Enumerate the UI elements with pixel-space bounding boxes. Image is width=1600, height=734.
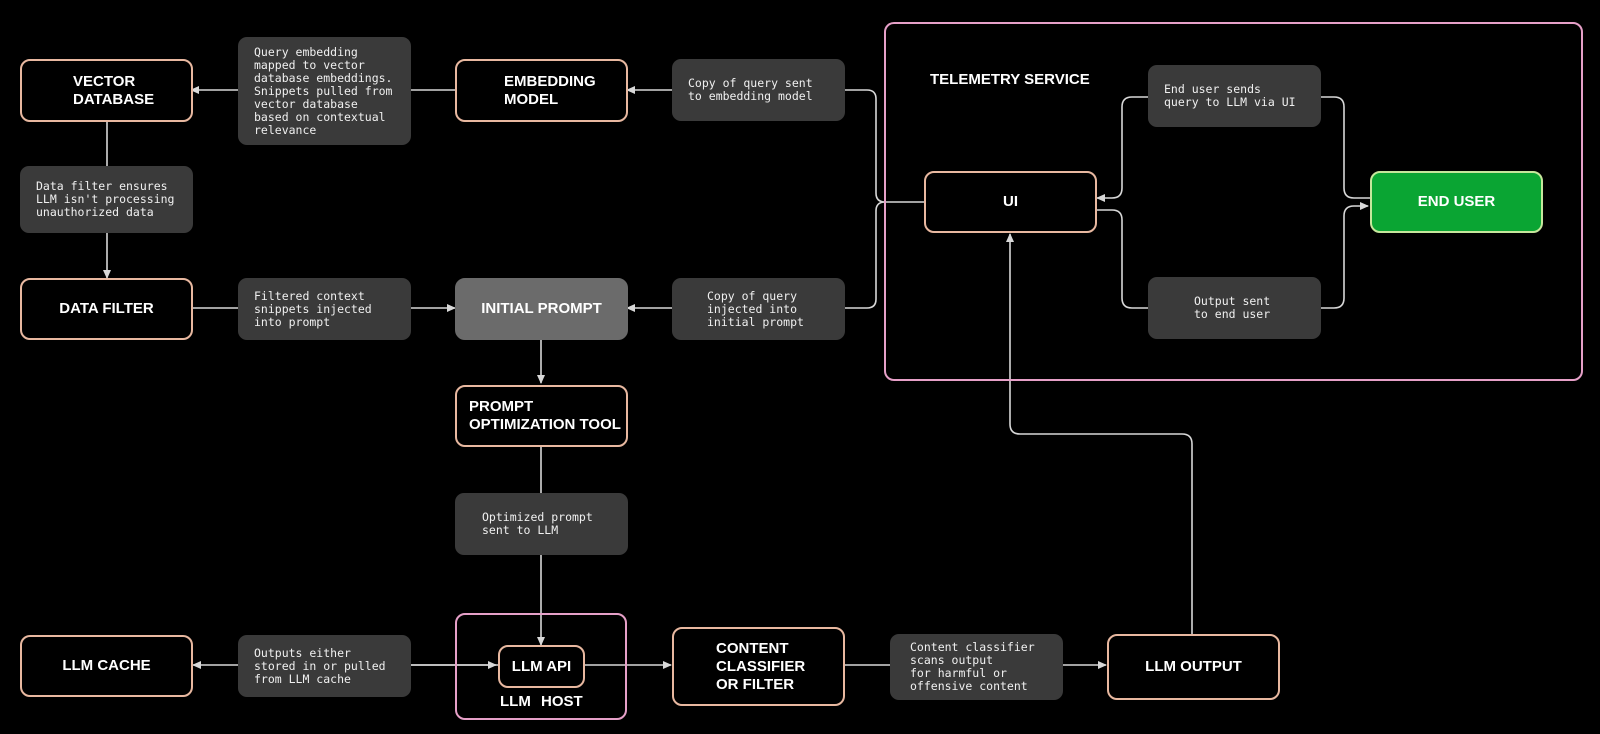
end-user-node[interactable]: END USER — [1370, 171, 1543, 233]
note-output-sent: Output sent to end user — [1148, 277, 1321, 339]
edge-llm-output-to-ui — [1006, 233, 1193, 634]
llm-host-label: LLM HOST — [500, 693, 583, 710]
data-filter-node[interactable]: DATA FILTER — [20, 278, 193, 340]
content-classifier-node[interactable]: CONTENT CLASSIFIER OR FILTER — [672, 627, 845, 706]
llm-api-node[interactable]: LLM API — [498, 645, 585, 688]
vector-database-node[interactable]: VECTOR DATABASE — [20, 59, 193, 122]
note-data-filter-ensures: Data filter ensures LLM isn't processing… — [20, 166, 193, 233]
note-classifier-scans: Content classifier scans output for harm… — [890, 634, 1063, 700]
prompt-optimization-tool-node[interactable]: PROMPT OPTIMIZATION TOOL — [455, 385, 628, 447]
telemetry-service-label: TELEMETRY SERVICE — [930, 71, 1090, 88]
ui-node[interactable]: UI — [924, 171, 1097, 233]
note-outputs-cache: Outputs either stored in or pulled from … — [238, 635, 411, 697]
embedding-model-node[interactable]: EMBEDDING MODEL — [455, 59, 628, 122]
llm-output-node[interactable]: LLM OUTPUT — [1107, 634, 1280, 700]
telemetry-service-group — [884, 22, 1583, 381]
edge-ui-to-initial-prompt — [626, 201, 886, 312]
edge-ui-to-embedding — [626, 86, 924, 203]
note-filtered-context: Filtered context snippets injected into … — [238, 278, 411, 340]
llm-host-group — [455, 613, 627, 720]
note-end-user-sends: End user sends query to LLM via UI — [1148, 65, 1321, 127]
note-query-embedding: Query embedding mapped to vector databas… — [238, 37, 411, 145]
note-optimized-prompt: Optimized prompt sent to LLM — [455, 493, 628, 555]
initial-prompt-node[interactable]: INITIAL PROMPT — [455, 278, 628, 340]
note-copy-to-embedding: Copy of query sent to embedding model — [672, 59, 845, 121]
note-copy-to-initial-prompt: Copy of query injected into initial prom… — [672, 278, 845, 340]
llm-cache-node[interactable]: LLM CACHE — [20, 635, 193, 697]
